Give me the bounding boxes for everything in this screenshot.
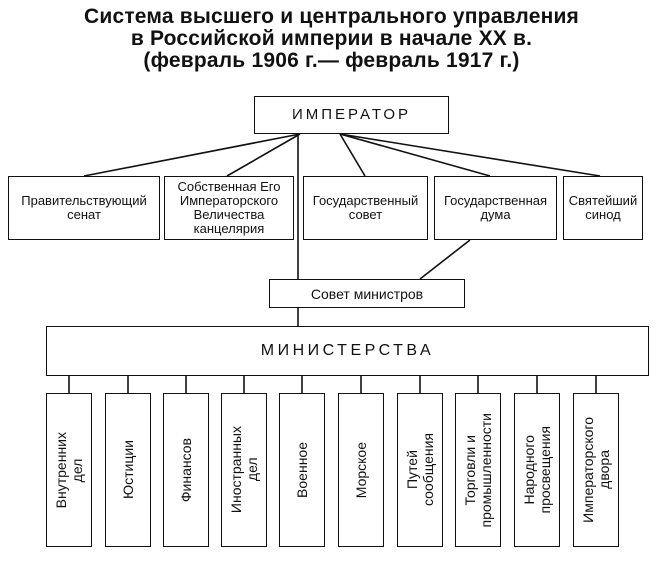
ministry-finance: Финансов xyxy=(163,393,209,547)
ministry-war: Военное xyxy=(279,393,325,547)
ministry-label: Морское xyxy=(353,441,369,499)
state-duma-box: Государственная дума xyxy=(434,176,557,240)
ministry-label: Императорского двора xyxy=(580,417,612,523)
emperor-box: ИМПЕРАТОР xyxy=(254,96,449,134)
ministry-trade-industry: Торговли и промышленности xyxy=(455,393,501,547)
ministry-education: Народного просвещения xyxy=(514,393,560,547)
ministry-label: Юстиции xyxy=(120,440,136,500)
ministry-label: Военное xyxy=(294,442,310,498)
ministry-imperial-court: Императорского двора xyxy=(573,393,619,547)
state-council-box: Государственный совет xyxy=(303,176,428,240)
ministry-label: Торговли и промышленности xyxy=(462,412,494,528)
ministry-railways: Путей сообщения xyxy=(397,393,443,547)
ministry-label: Иностранных дел xyxy=(228,426,260,514)
ministry-justice: Юстиции xyxy=(105,393,151,547)
senate-box: Правительствующий сенат xyxy=(8,176,160,240)
holy-synod-box: Святейший синод xyxy=(563,176,643,240)
ministry-label: Путей сообщения xyxy=(404,433,436,507)
council-of-ministers-box: Совет министров xyxy=(269,279,465,308)
title-line-1: Система высшего и центрального управлени… xyxy=(83,5,580,28)
chancellery-box: Собственная Его Императорского Величеств… xyxy=(164,176,294,240)
ministry-internal-affairs: Внутренних дел xyxy=(46,393,92,547)
ministry-navy: Морское xyxy=(338,393,384,547)
diagram-title: Система высшего и центрального управлени… xyxy=(0,6,663,72)
ministries-header-box: МИНИСТЕРСТВА xyxy=(46,326,649,376)
title-line-3: (февраль 1906 г.— февраль 1917 г.) xyxy=(143,49,520,72)
ministry-label: Финансов xyxy=(178,437,194,503)
ministry-foreign-affairs: Иностранных дел xyxy=(221,393,267,547)
ministry-label: Народного просвещения xyxy=(521,426,553,514)
title-line-2: в Российской империи в начале XX в. xyxy=(130,27,533,50)
ministry-label: Внутренних дел xyxy=(53,431,85,509)
